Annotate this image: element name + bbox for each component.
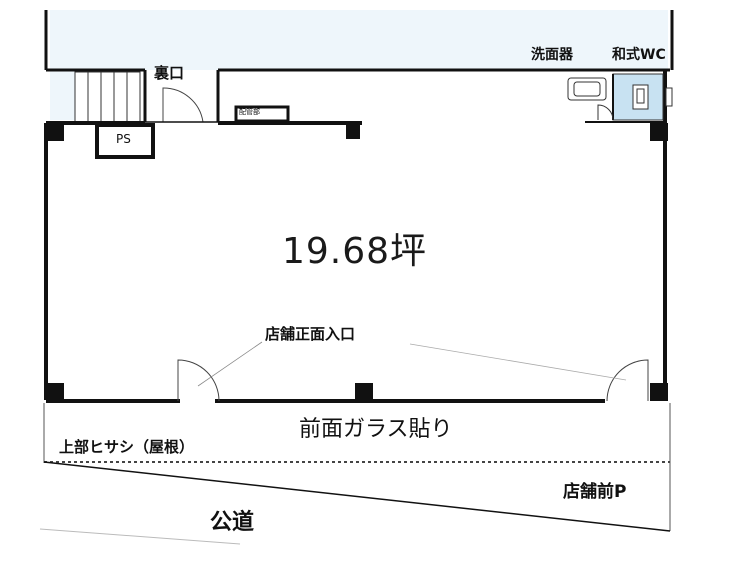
adjacent-area [50,10,668,70]
washbasin-label: 洗面器 [531,47,573,63]
structural-columns [46,123,668,401]
adjacent-area-left [50,70,75,120]
entrance-pointer-left [197,341,263,387]
piping-box [234,105,290,123]
pipe-space-label: PS [116,132,131,146]
road-edge [39,528,241,545]
piping-label: 配管部 [239,108,260,116]
glass-front-label: 前面ガラス貼り [299,417,453,442]
side-fixture [665,87,673,107]
upper-boundary [44,10,674,122]
floor-area-label: 19.68坪 [282,231,428,272]
eave-label: 上部ヒサシ（屋根） [59,438,195,456]
toilet-door [597,104,614,121]
main-entrance-label: 店舗正面入口 [265,325,356,343]
road-label: 公道 [210,510,255,535]
front-door-right [606,359,649,402]
parking-label: 店舗前P [563,482,627,502]
staircase [74,71,141,123]
pipe-space-box [95,123,155,159]
toilet-area [585,73,665,123]
glass-front-zone [43,403,671,531]
front-door-left [177,359,220,402]
toilet-label: 和式WC [612,47,666,63]
back-door [145,87,218,123]
back-door-label: 裏口 [154,64,185,82]
road-boundary [43,461,671,532]
entrance-pointer-right [409,343,627,381]
washbasin [567,77,607,101]
